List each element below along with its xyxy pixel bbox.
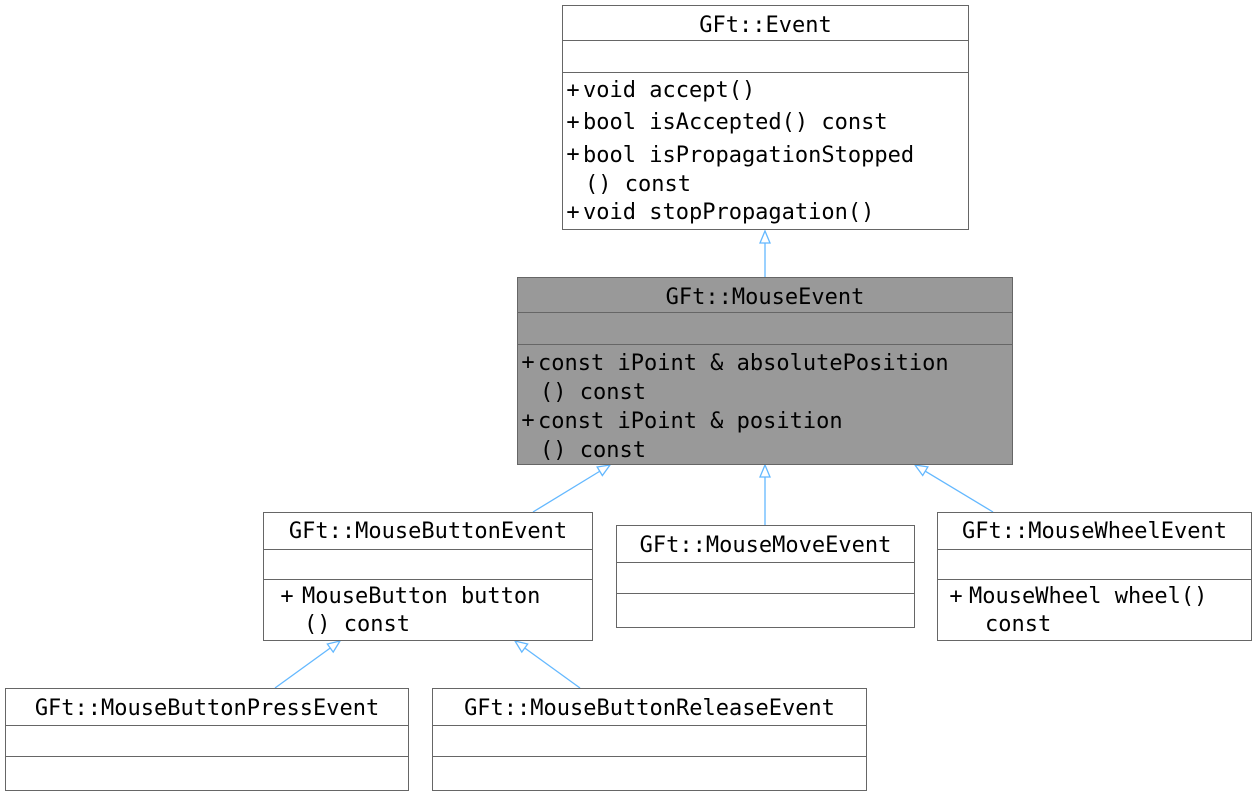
class-mouse-button-release-event[interactable]: GFt::MouseButtonReleaseEvent — [432, 688, 867, 791]
class-name: GFt::MouseButtonPressEvent — [6, 689, 408, 726]
operation-line: void accept() — [583, 78, 756, 103]
operation-line-continuation: () const — [304, 612, 410, 637]
operation-signature: void accept() — [583, 77, 755, 109]
operation-line: const iPoint & position — [538, 409, 843, 434]
edge-mouse-wheel-event-to-mouse-event — [913, 464, 994, 513]
class-mouse-wheel-event[interactable]: GFt::MouseWheelEvent + MouseWheel wheel(… — [937, 512, 1252, 641]
class-operations: + MouseButton button () const — [264, 580, 592, 639]
class-operations — [433, 757, 866, 763]
class-operations — [617, 594, 914, 600]
operation-line-continuation: const — [985, 612, 1052, 637]
operation-signature: const iPoint & absolutePosition () const — [538, 349, 949, 407]
class-mouse-button-event[interactable]: GFt::MouseButtonEvent + MouseButton butt… — [263, 512, 593, 641]
class-attributes — [6, 726, 408, 757]
inheritance-line — [924, 470, 994, 513]
operation-signature: void stopPropagation() — [583, 199, 874, 229]
class-name: GFt::Event — [563, 6, 968, 41]
inheritance-arrowhead — [596, 464, 612, 477]
inheritance-arrowhead — [913, 464, 929, 477]
operation: + MouseWheel wheel() const — [943, 583, 1251, 639]
class-event[interactable]: GFt::Event + void accept() + bool isAcce… — [562, 5, 969, 230]
edge-mouse-button-release-event-to-mouse-button-event — [513, 640, 581, 689]
operation-line: bool isAccepted() const — [583, 110, 888, 135]
operation: + void stopPropagation() — [563, 199, 968, 229]
class-operations: + MouseWheel wheel() const — [938, 580, 1251, 639]
operation-signature: MouseButton button () const — [302, 583, 540, 639]
operation: + bool isPropagationStopped () const — [563, 141, 968, 199]
inheritance-arrowhead — [326, 640, 342, 654]
edge-mouse-button-event-to-mouse-event — [532, 464, 612, 513]
operation-signature: bool isAccepted() const — [583, 109, 888, 141]
visibility-marker: + — [566, 78, 580, 103]
operation-line-continuation: () const — [540, 380, 646, 405]
inheritance-line — [524, 647, 581, 689]
class-attributes — [563, 41, 968, 73]
visibility-marker: + — [566, 110, 580, 135]
class-operations — [6, 757, 408, 763]
inheritance-arrowhead — [513, 640, 529, 654]
class-name: GFt::MouseButtonEvent — [264, 513, 592, 550]
operation: + bool isAccepted() const — [563, 109, 968, 141]
class-mouse-move-event[interactable]: GFt::MouseMoveEvent — [616, 525, 915, 628]
class-attributes — [433, 726, 866, 757]
edge-mouse-move-event-to-mouse-event — [759, 463, 771, 525]
class-attributes — [938, 550, 1251, 580]
operation-signature: bool isPropagationStopped () const — [583, 141, 914, 199]
class-attributes — [264, 550, 592, 580]
class-attributes — [518, 313, 1012, 345]
visibility-marker: + — [566, 200, 580, 225]
operation-signature: MouseWheel wheel() const — [969, 583, 1207, 639]
operation: + const iPoint & position () const — [518, 407, 1012, 465]
class-operations: + const iPoint & absolutePosition () con… — [518, 345, 1012, 465]
inheritance-line — [532, 470, 601, 513]
operation-line: const iPoint & absolutePosition — [538, 351, 949, 376]
operation-signature: const iPoint & position () const — [538, 407, 843, 465]
inheritance-arrowhead — [759, 229, 771, 244]
class-name: GFt::MouseEvent — [518, 278, 1012, 313]
operation: + void accept() — [563, 77, 968, 109]
inheritance-arrowhead — [759, 463, 771, 478]
visibility-marker: + — [521, 408, 535, 433]
visibility-marker: + — [521, 350, 535, 375]
operation: + MouseButton button () const — [272, 583, 592, 639]
class-attributes — [617, 563, 914, 594]
visibility-marker: + — [280, 584, 294, 609]
edge-mouse-button-press-event-to-mouse-button-event — [274, 640, 342, 689]
visibility-marker: + — [949, 584, 963, 609]
operation-line-continuation: () const — [540, 438, 646, 463]
operation-line-continuation: () const — [585, 172, 691, 197]
class-name: GFt::MouseWheelEvent — [938, 513, 1251, 550]
operation: + const iPoint & absolutePosition () con… — [518, 349, 1012, 407]
operation-line: void stopPropagation() — [583, 200, 875, 225]
class-name: GFt::MouseMoveEvent — [617, 526, 914, 563]
operation-line: MouseWheel wheel() — [969, 584, 1208, 609]
edge-mouse-event-to-event — [759, 229, 771, 277]
visibility-marker: + — [566, 142, 580, 167]
class-name: GFt::MouseButtonReleaseEvent — [433, 689, 866, 726]
operation-line: MouseButton button — [302, 584, 541, 609]
class-operations: + void accept() + bool isAccepted() cons… — [563, 73, 968, 229]
class-mouse-button-press-event[interactable]: GFt::MouseButtonPressEvent — [5, 688, 409, 791]
inheritance-line — [274, 647, 331, 689]
class-mouse-event[interactable]: GFt::MouseEvent + const iPoint & absolut… — [517, 277, 1013, 465]
operation-line: bool isPropagationStopped — [583, 143, 915, 168]
